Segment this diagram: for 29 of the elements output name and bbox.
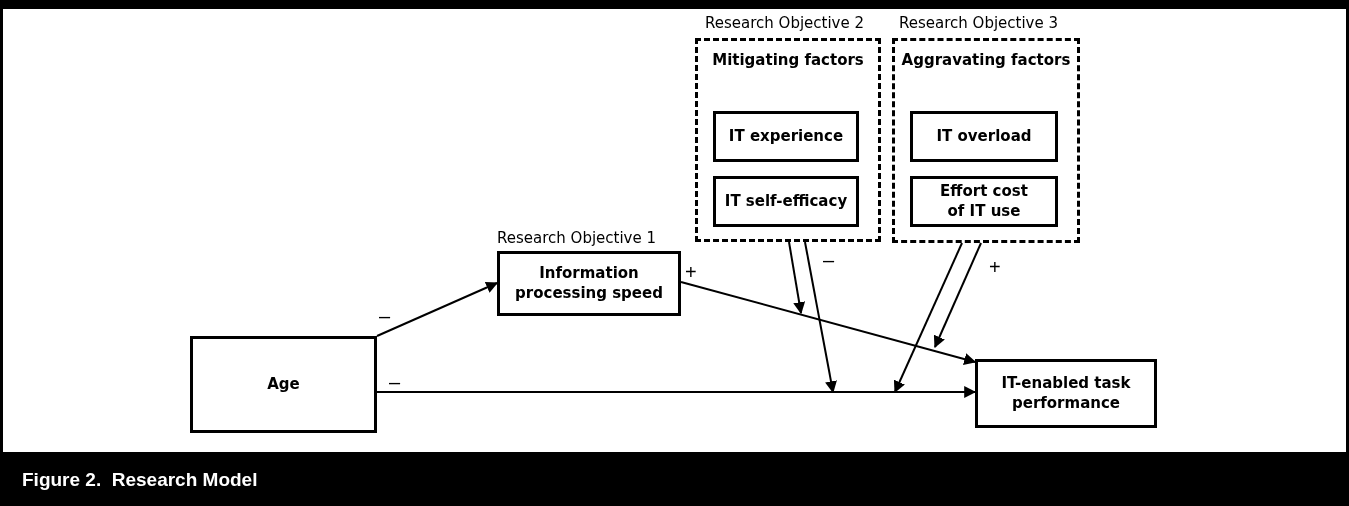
construct-label: Effort cost of IT use xyxy=(939,182,1029,221)
construct-box xyxy=(910,111,1058,162)
objective-label: Research Objective 1 xyxy=(497,229,656,247)
construct-box xyxy=(190,336,377,433)
construct-label: IT experience xyxy=(728,126,844,147)
arrow xyxy=(376,386,977,398)
construct-label: Information processing speed xyxy=(514,264,664,303)
group-heading: Mitigating factors xyxy=(711,51,865,71)
construct-box xyxy=(975,359,1157,428)
construct-label: IT self-efficacy xyxy=(724,191,848,212)
arrow xyxy=(376,281,499,337)
figure-caption: Figure 2. Research Model xyxy=(22,469,258,491)
arrow xyxy=(804,241,837,394)
objective-label: Research Objective 2 xyxy=(705,14,864,32)
arrow xyxy=(893,242,963,394)
objective-label: Research Objective 3 xyxy=(899,14,1058,32)
dashed-group-box xyxy=(695,38,881,242)
construct-label: IT overload xyxy=(936,126,1032,147)
construct-box xyxy=(713,111,859,162)
arrow xyxy=(680,281,977,365)
arrow xyxy=(933,242,982,349)
construct-label: Age xyxy=(267,374,300,395)
construct-box xyxy=(713,176,859,227)
construct-box xyxy=(497,251,681,316)
construct-box xyxy=(910,176,1058,227)
dashed-group-box xyxy=(892,38,1080,243)
arrow xyxy=(788,241,806,315)
group-heading: Aggravating factors xyxy=(900,51,1072,71)
construct-label: IT-enabled task performance xyxy=(1000,374,1132,413)
